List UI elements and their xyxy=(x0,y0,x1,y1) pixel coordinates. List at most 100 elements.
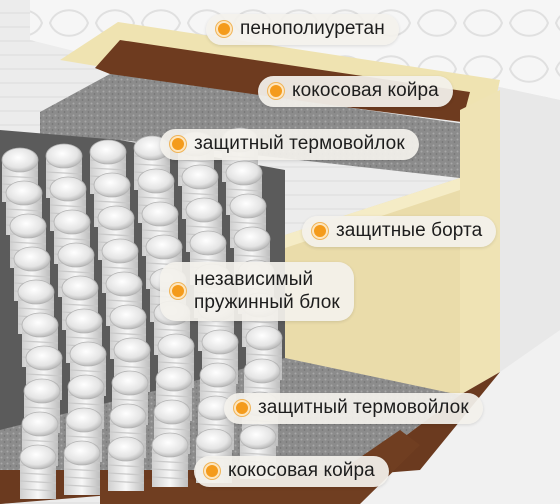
spring-pocket-top xyxy=(1,147,39,173)
spring-coil-line xyxy=(239,452,277,456)
spring-pocket-top xyxy=(57,242,95,268)
spring-coil-line xyxy=(201,357,239,361)
label-polyurethane-foam: пенополиуретан xyxy=(206,14,399,45)
spring-coil-line xyxy=(141,229,179,233)
spring-pocket-top xyxy=(23,378,61,404)
spring-pocket-top xyxy=(109,304,147,330)
spring-coil-line xyxy=(153,427,191,431)
spring-pocket-top xyxy=(93,172,131,198)
spring-coil-line xyxy=(197,324,235,328)
spring-coil-line xyxy=(113,365,151,369)
orange-marker-icon xyxy=(216,21,232,37)
spring-coil-line xyxy=(17,307,55,311)
spring-coil-line xyxy=(133,163,171,167)
spring-pocket-top xyxy=(5,180,43,206)
spring-pocket-top xyxy=(65,407,103,433)
spring-coil-line xyxy=(97,233,135,237)
label-thermal-felt-bottom: защитный термовойлок xyxy=(224,393,483,424)
spring-coil-line xyxy=(185,225,223,229)
spring-coil-line xyxy=(21,439,59,443)
spring-coil-line xyxy=(181,192,219,196)
label-protective-sides: защитные борта xyxy=(302,216,497,247)
orange-marker-icon xyxy=(170,283,186,299)
spring-coil-line xyxy=(63,484,101,488)
spring-coil-line xyxy=(69,369,107,373)
label-text-line-2: пружинный блок xyxy=(194,292,340,313)
spring-pocket-top xyxy=(9,213,47,239)
spring-coil-line xyxy=(105,299,143,303)
spring-coil-line xyxy=(21,340,59,344)
orange-marker-icon xyxy=(204,463,220,479)
spring-coil-line xyxy=(155,394,193,398)
spring-coil-line xyxy=(57,270,95,274)
spring-coil-line xyxy=(67,402,105,406)
spring-coil-line xyxy=(63,476,101,480)
label-coconut-coir-top: кокосовая койра xyxy=(258,76,453,107)
spring-pocket-top xyxy=(67,374,105,400)
spring-coil-line xyxy=(1,175,39,179)
orange-marker-icon xyxy=(268,83,284,99)
spring-coil-line xyxy=(65,336,103,340)
spring-coil-line xyxy=(111,398,149,402)
spring-pocket-top xyxy=(19,444,57,470)
spring-pocket-top xyxy=(53,209,91,235)
spring-coil-line xyxy=(89,167,127,171)
spring-pocket-top xyxy=(107,436,145,462)
spring-coil-line xyxy=(199,390,237,394)
spring-pocket-top xyxy=(113,337,151,363)
spring-coil-line xyxy=(93,200,131,204)
spring-pocket-top xyxy=(181,164,219,190)
spring-pocket-top xyxy=(141,201,179,227)
spring-coil-line xyxy=(233,254,271,258)
spring-pocket-top xyxy=(109,403,147,429)
spring-coil-line xyxy=(151,476,189,480)
spring-pocket-top xyxy=(225,160,263,186)
spring-pocket-top xyxy=(63,440,101,466)
spring-coil-line xyxy=(53,237,91,241)
spring-pocket-top xyxy=(199,362,237,388)
spring-pocket-top xyxy=(49,176,87,202)
spring-pocket-top xyxy=(17,279,55,305)
spring-pocket-top xyxy=(21,312,59,338)
spring-pocket-top xyxy=(145,234,183,260)
spring-coil-line xyxy=(177,159,215,163)
spring-coil-line xyxy=(9,241,47,245)
spring-coil-line xyxy=(107,480,145,484)
spring-pocket-top xyxy=(89,139,127,165)
spring-pocket-top xyxy=(201,329,239,355)
spring-coil-line xyxy=(61,303,99,307)
spring-coil-line xyxy=(245,353,283,357)
spring-coil-line xyxy=(241,320,279,324)
spring-coil-line xyxy=(25,373,63,377)
spring-pocket-top xyxy=(243,358,281,384)
spring-coil-line xyxy=(157,361,195,365)
spring-coil-line xyxy=(107,464,145,468)
spring-coil-line xyxy=(19,480,57,484)
label-text: защитный термовойлок xyxy=(258,397,469,418)
spring-coil-line xyxy=(107,472,145,476)
spring-pocket-top xyxy=(155,366,193,392)
orange-marker-icon xyxy=(234,400,250,416)
spring-coil-line xyxy=(101,266,139,270)
label-coconut-coir-bottom: кокосовая койра xyxy=(194,456,389,487)
spring-pocket-top xyxy=(13,246,51,272)
spring-pocket-top xyxy=(153,399,191,425)
spring-pocket-top xyxy=(157,333,195,359)
spring-pocket-top xyxy=(195,428,233,454)
label-text: пенополиуретан xyxy=(240,18,385,39)
spring-coil-line xyxy=(109,431,147,435)
spring-coil-line xyxy=(5,208,43,212)
orange-marker-icon xyxy=(170,136,186,152)
spring-coil-line xyxy=(23,406,61,410)
spring-pocket-top xyxy=(185,197,223,223)
spring-coil-line xyxy=(151,460,189,464)
spring-pocket-top xyxy=(61,275,99,301)
spring-pocket-top xyxy=(101,238,139,264)
spring-coil-line xyxy=(49,204,87,208)
spring-coil-line xyxy=(63,468,101,472)
spring-pocket-top xyxy=(65,308,103,334)
spring-pocket-top xyxy=(151,432,189,458)
label-text: кокосовая койра xyxy=(292,80,439,101)
spring-coil-line xyxy=(151,468,189,472)
